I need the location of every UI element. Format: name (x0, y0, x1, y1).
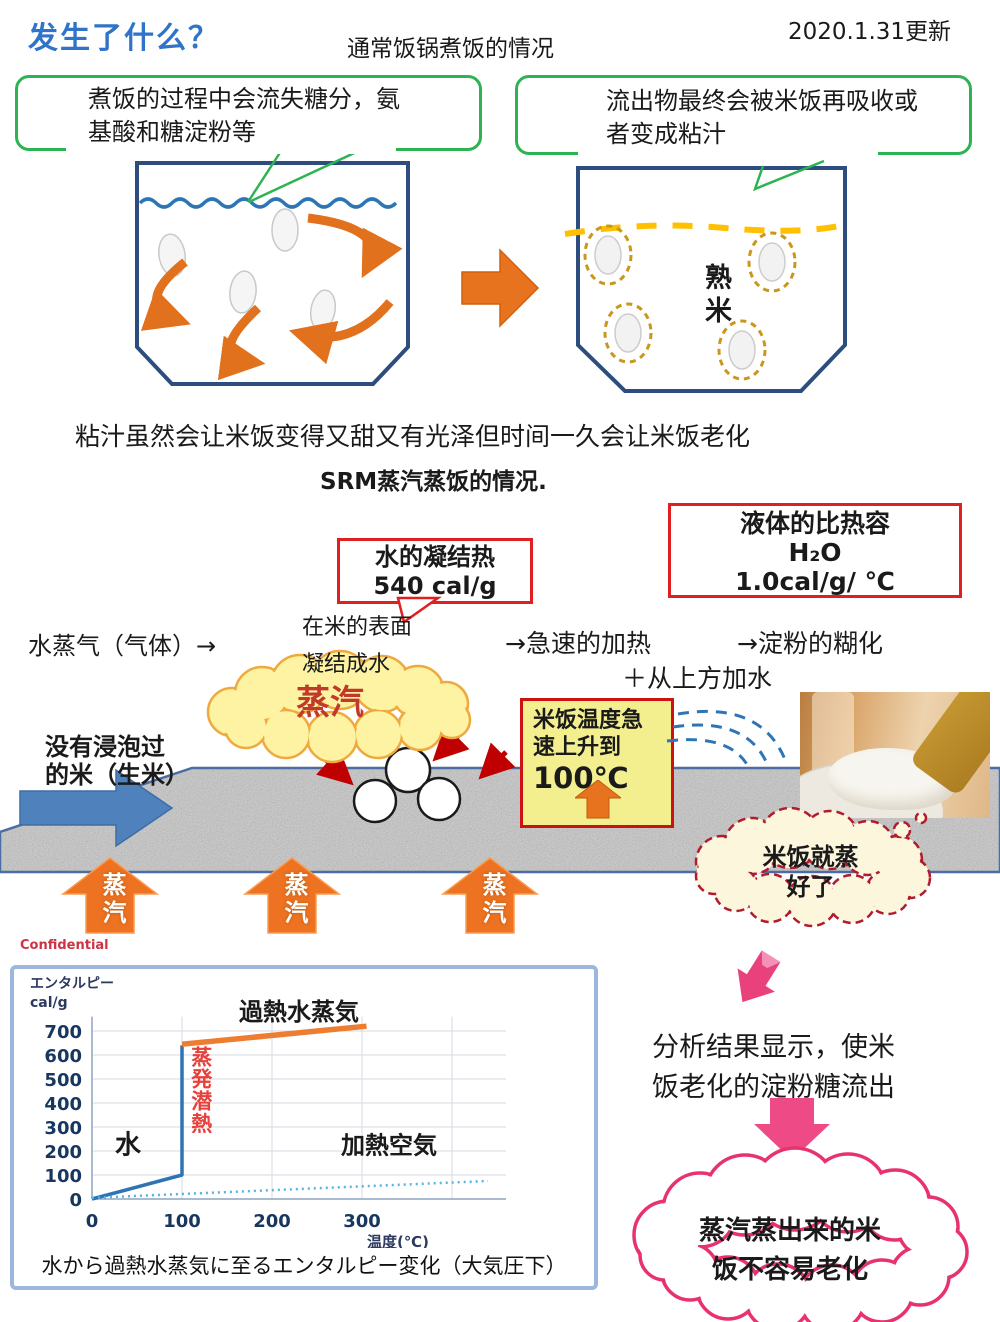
condensation-callout-pointer (396, 596, 442, 625)
normal-pot (135, 146, 410, 386)
analysis-arrow-down (754, 1098, 830, 1160)
chart-caption: 水から過熱水蒸気に至るエンタルピー変化（大気圧下） (41, 1254, 567, 1278)
rice-temp-value: 100℃ (533, 761, 629, 795)
rice-temp-box: 米饭温度急 速上升到 100℃ (520, 698, 674, 828)
steam-arrow-label-2: 蒸汽 (280, 872, 308, 928)
x-axis-unit: 温度(℃) (367, 1233, 429, 1248)
transition-arrow (461, 248, 540, 328)
raw-rice-label: 没有浸泡过 的米（生米） (45, 733, 189, 789)
page-title: 发生了什么？ (28, 21, 220, 56)
analysis-arrow-top (737, 950, 781, 1003)
callout-box-reabsorb: 流出物最终会被米饭再吸收或 者变成粘汁 (515, 75, 972, 158)
rice-bowl-photo (800, 692, 990, 818)
analysis-note: 分析结果显示，使米 饭老化的淀粉糖流出 (652, 1032, 895, 1103)
series-過熱水蒸気 (181, 1023, 367, 1047)
confidential-label: Confidential (20, 938, 109, 953)
steam-input-label: 水蒸气（气体）→ (28, 632, 217, 660)
done-cloud (694, 806, 932, 928)
rice-feed-arrow (19, 768, 174, 848)
callout-pointer-right (752, 159, 825, 192)
y-tick-label: 600 (44, 1046, 82, 1067)
steam-arrow-label-3: 蒸汽 (478, 872, 506, 928)
chart-annotation: 水 (115, 1130, 142, 1160)
conclusion-cloud (632, 1146, 969, 1322)
condensation-heat-box: 水的凝结热 540 cal/g (337, 538, 533, 604)
chart-y-axis-label: エンタルピー cal/g (30, 976, 114, 1011)
circulation-arrows (140, 213, 403, 381)
x-tick-label: 0 (86, 1211, 99, 1232)
sticky-juice-note: 粘汁虽然会让米饭变得又甜又有光泽但时间一久会让米饭老化 (75, 422, 751, 451)
y-tick-label: 500 (44, 1070, 82, 1091)
callout-pointer-left (246, 146, 366, 204)
enthalpy-chart-box: エンタルピー cal/g 0 100 200 300 400 500 600 700 0 100 2… (10, 965, 598, 1290)
steam-cloud (206, 649, 472, 764)
srm-section-title: SRM蒸汽蒸饭的情况. (320, 469, 547, 495)
gelatinization-label: →淀粉的糊化 (737, 629, 883, 658)
series-加熱空気 (91, 1179, 489, 1200)
steam-arcs (666, 709, 788, 771)
done-cloud-text: 米饭就蒸 好了 (762, 843, 859, 901)
y-tick-label: 200 (44, 1142, 82, 1163)
x-tick-label: 100 (163, 1211, 201, 1232)
y-tick-label: 400 (44, 1094, 82, 1115)
y-tick-label: 100 (44, 1166, 82, 1187)
x-tick-label: 200 (253, 1211, 291, 1232)
update-date: 2020.1.31更新 (788, 19, 952, 45)
surface-condense-label: 在米的表面 凝结成水 (302, 615, 413, 677)
cooked-pot (564, 159, 849, 393)
cooked-rice-label: 熟米 (700, 263, 731, 329)
steam-cloud-label: 蒸汽 (296, 683, 364, 723)
page-subtitle: 通常饭锅煮饭的情况 (347, 36, 554, 62)
sticky-juice-line (564, 221, 849, 237)
water-surface-wave (138, 197, 398, 209)
chart-annotation: 過熱水蒸気 (239, 998, 359, 1026)
steam-up-arrows (60, 857, 540, 934)
coated-rice-grains (583, 224, 797, 381)
x-tick-label: 300 (343, 1211, 381, 1232)
series-水 (91, 1045, 184, 1201)
temp-up-arrow-icon (575, 780, 621, 819)
conclusion-cloud-text: 蒸汽蒸出来的米 饭不容易老化 (698, 1216, 881, 1285)
y-tick-label: 700 (44, 1022, 82, 1043)
steaming-rice-balls (352, 746, 462, 824)
y-tick-label: 300 (44, 1118, 82, 1139)
callout-box-loss: 煮饭的过程中会流失糖分，氨 基酸和糖淀粉等 (15, 75, 482, 154)
y-tick-label: 0 (69, 1190, 82, 1211)
specific-heat-box: 液体的比热容 H₂O 1.0cal/g/ ℃ (668, 503, 962, 598)
rapid-heating-label: →急速的加热 (505, 629, 651, 658)
callout-reabsorb-text: 流出物最终会被米饭再吸收或 者变成粘汁 (606, 87, 918, 148)
callout-border-gap (578, 150, 878, 158)
chart-annotation: 蒸発潜熱 (190, 1046, 213, 1136)
steam-arrow-label-1: 蒸汽 (98, 872, 126, 928)
rice-temp-text: 米饭温度急 速上升到 (533, 708, 644, 760)
chart-annotation: 加熱空気 (341, 1131, 437, 1159)
callout-loss-text: 煮饭的过程中会流失糖分，氨 基酸和糖淀粉等 (88, 85, 400, 146)
callout-border-gap (66, 146, 396, 154)
add-water-label: ＋从上方加水 (622, 664, 773, 693)
